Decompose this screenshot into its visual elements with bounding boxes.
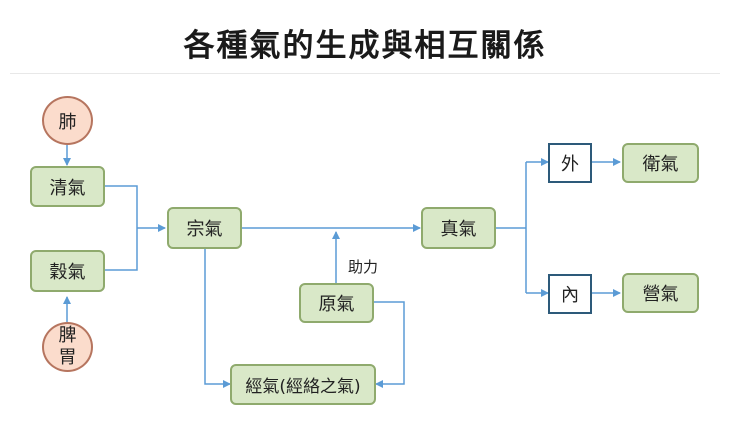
node-inner: 內 xyxy=(548,274,592,314)
node-meridian-qi: 經氣(經絡之氣) xyxy=(230,364,376,405)
title-divider xyxy=(10,73,720,74)
edge-label-assist: 助力 xyxy=(348,258,379,276)
stomach-label: 胃 xyxy=(58,347,77,368)
node-original-qi: 原氣 xyxy=(299,283,374,323)
node-clear-qi: 清氣 xyxy=(30,166,105,207)
node-lung: 肺 xyxy=(42,96,93,145)
node-true-qi: 真氣 xyxy=(421,207,496,249)
node-outer: 外 xyxy=(548,143,592,183)
arrow-original-to-meridian-qi xyxy=(374,301,405,388)
spleen-label: 脾 xyxy=(58,325,77,346)
line-clear-qi-merge xyxy=(105,185,138,228)
node-spleen-stomach: 脾 胃 xyxy=(42,322,93,372)
node-nutritive-qi: 營氣 xyxy=(622,273,699,313)
line-grain-qi-merge xyxy=(105,228,138,271)
arrow-ancestral-to-meridian-qi xyxy=(204,247,231,388)
diagram-title: 各種氣的生成與相互關係 xyxy=(183,28,547,64)
node-grain-qi: 穀氣 xyxy=(30,250,105,292)
node-ancestral-qi: 宗氣 xyxy=(167,207,242,249)
node-defensive-qi: 衛氣 xyxy=(622,143,699,183)
